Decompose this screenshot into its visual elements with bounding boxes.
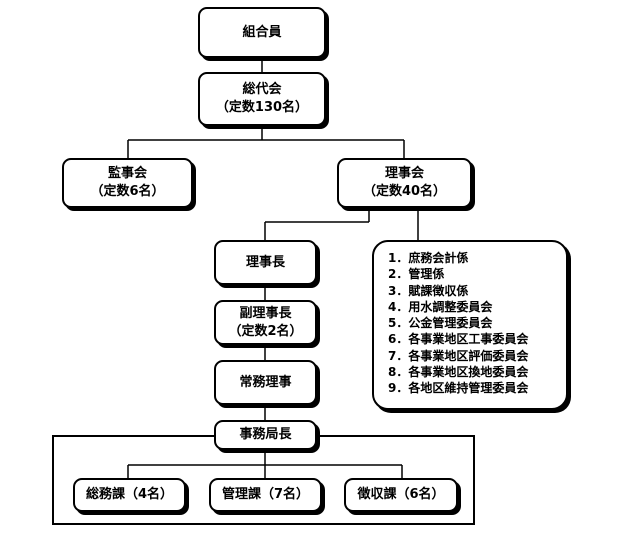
committee-list: 1．庶務会計係 2．管理係 3．賦課徴収係 4．用水調整委員会 5．公金管理委員… bbox=[372, 240, 568, 410]
members-box: 組合員 bbox=[198, 7, 326, 58]
division-collection: 徴収課（6名） bbox=[344, 478, 458, 512]
auditors-title: 監事会 bbox=[107, 166, 147, 181]
general-assembly-quota: （定数130名） bbox=[215, 100, 309, 115]
vice-chairman-quota: （定数2名） bbox=[228, 323, 303, 339]
division-management: 管理課（7名） bbox=[209, 478, 322, 512]
committee-item: 4．用水調整委員会 bbox=[388, 299, 493, 314]
committee-item: 9．各地区維持管理委員会 bbox=[388, 381, 529, 396]
committee-item: 1．庶務会計係 bbox=[388, 251, 469, 265]
board-box: 理事会 （定数40名） bbox=[337, 158, 472, 208]
managing-director-box: 常務理事 bbox=[214, 360, 317, 405]
division-label: 総務課（4名） bbox=[85, 487, 174, 502]
committee-item: 8．各事業地区換地委員会 bbox=[388, 365, 529, 380]
members-label: 組合員 bbox=[242, 24, 282, 40]
board-title: 理事会 bbox=[384, 166, 424, 181]
chairman-box: 理事長 bbox=[214, 240, 317, 285]
committee-item: 6．各事業地区工事委員会 bbox=[388, 332, 529, 347]
chairman-label: 理事長 bbox=[245, 254, 285, 270]
committee-item: 3．賦課徴収係 bbox=[388, 283, 469, 298]
vice-chairman-box: 副理事長 （定数2名） bbox=[214, 300, 317, 345]
division-general-affairs: 総務課（4名） bbox=[73, 478, 186, 512]
committee-item: 5．公金管理委員会 bbox=[388, 316, 493, 331]
division-label: 管理課（7名） bbox=[221, 487, 310, 502]
auditors-box: 監事会 （定数6名） bbox=[62, 158, 193, 208]
secretariat-head-box: 事務局長 bbox=[214, 420, 317, 450]
managing-director-label: 常務理事 bbox=[239, 374, 292, 390]
board-quota: （定数40名） bbox=[362, 184, 447, 199]
division-label: 徴収課（6名） bbox=[357, 487, 445, 502]
general-assembly-title: 総代会 bbox=[242, 82, 282, 97]
general-assembly-box: 総代会 （定数130名） bbox=[198, 72, 326, 126]
vice-chairman-title: 副理事長 bbox=[239, 305, 292, 321]
committee-item: 2．管理係 bbox=[388, 267, 445, 282]
secretariat-head-label: 事務局長 bbox=[239, 427, 292, 442]
committee-item: 7．各事業地区評価委員会 bbox=[388, 348, 529, 363]
auditors-quota: （定数6名） bbox=[90, 184, 165, 199]
